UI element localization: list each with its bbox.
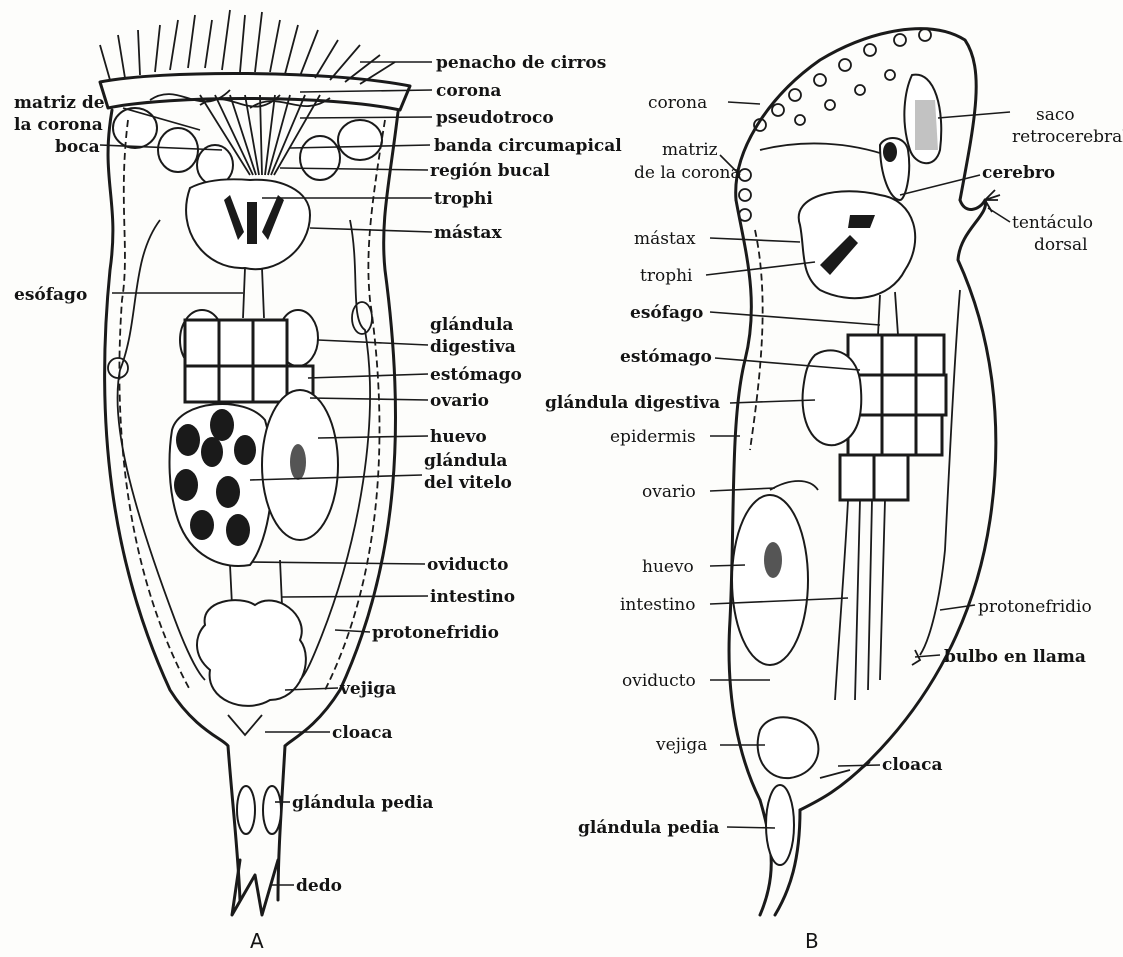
- label-epidermis: epidermis: [610, 427, 696, 447]
- pedal-gland-left: [237, 786, 255, 834]
- label-estomago-b: estómago: [620, 347, 712, 367]
- mastax-b: [799, 191, 915, 298]
- label-matriz-b-line2: de la corona: [634, 163, 741, 183]
- label-ovario-a: ovario: [430, 391, 489, 411]
- digestive-gland-b: [803, 350, 862, 445]
- label-corona-a: corona: [436, 81, 501, 101]
- label-region-bucal: región bucal: [430, 161, 550, 181]
- epidermis-line-b: [750, 230, 763, 450]
- label-trophi-a: trophi: [434, 189, 493, 209]
- bladder-b: [758, 717, 819, 778]
- inner-wall-left-a: [119, 120, 190, 690]
- label-intestino-b: intestino: [620, 595, 695, 615]
- cilia-tuft: [100, 10, 395, 108]
- egg-nucleus-a: [290, 444, 306, 480]
- ovary-b: [770, 481, 818, 490]
- label-cloaca-a: cloaca: [332, 723, 393, 743]
- label-saco-line2: retrocerebral: [1012, 127, 1123, 147]
- pedal-gland-right: [263, 786, 281, 834]
- label-glandula-digestiva-b: glándula digestiva: [545, 393, 720, 413]
- label-trophi-b: trophi: [640, 266, 693, 286]
- esophagus-b: [878, 292, 898, 335]
- flame-bulb-right: [352, 302, 372, 334]
- label-boca: boca: [55, 137, 100, 157]
- retrocerebral-stipple: [915, 100, 938, 150]
- label-penacho-de-cirros: penacho de cirros: [436, 53, 606, 73]
- label-glandula-pedia-b: glándula pedia: [578, 818, 719, 838]
- label-intestino-a: intestino: [430, 587, 515, 607]
- label-cerebro: cerebro: [982, 163, 1055, 183]
- label-vejiga-a: vejiga: [339, 679, 396, 699]
- label-glandula-vitelo-line2: del vitelo: [424, 473, 512, 493]
- label-corona-b: corona: [648, 93, 707, 113]
- label-protonefridio-b: protonefridio: [978, 597, 1092, 617]
- label-matriz-a-line1: matriz de: [14, 93, 105, 113]
- figure-a-drawing: [100, 10, 432, 915]
- label-matriz-a-line2: la corona: [14, 115, 103, 135]
- label-pseudotroco: pseudotroco: [436, 108, 554, 128]
- intestine-b: [835, 500, 885, 700]
- egg-b: [732, 495, 808, 665]
- label-ovario-b: ovario: [642, 482, 696, 502]
- label-tentaculo-line1: tentáculo: [1012, 213, 1093, 233]
- label-esofago-b: esófago: [630, 303, 703, 323]
- label-estomago-a: estómago: [430, 365, 522, 385]
- figure-b-drawing: [706, 29, 1010, 915]
- corona-inner-line: [760, 143, 900, 160]
- label-mastax-a: mástax: [434, 223, 502, 243]
- label-oviducto-b: oviducto: [622, 671, 696, 691]
- pedal-gland-b: [766, 785, 794, 865]
- label-tentaculo-line2: dorsal: [1034, 235, 1088, 255]
- panel-label-a: A: [250, 929, 264, 953]
- label-protonefridio-a: protonefridio: [372, 623, 499, 643]
- label-glandula-vitelo-line1: glándula: [424, 451, 507, 471]
- label-cloaca-b: cloaca: [882, 755, 943, 775]
- label-mastax-b: mástax: [634, 229, 696, 249]
- label-oviducto-a: oviducto: [427, 555, 508, 575]
- label-dedo: dedo: [296, 876, 342, 896]
- label-vejiga-b: vejiga: [655, 735, 707, 755]
- brain-eyespot: [883, 142, 897, 162]
- label-saco-line1: saco: [1036, 105, 1075, 125]
- flame-bulb-left: [108, 358, 128, 378]
- label-glandula-pedia-a: glándula pedia: [292, 793, 433, 813]
- label-huevo-a: huevo: [430, 427, 487, 447]
- label-banda-circumapical: banda circumapical: [434, 136, 622, 156]
- label-esofago-a: esófago: [14, 285, 87, 305]
- esophagus-a: [243, 268, 264, 318]
- panel-label-b: B: [805, 929, 819, 953]
- label-huevo-b: huevo: [642, 557, 694, 577]
- egg-nucleus-b: [764, 542, 782, 578]
- label-glandula-digestiva-a-line1: glándula: [430, 315, 513, 335]
- cloaca-a: [228, 715, 262, 735]
- label-bulbo-en-llama: bulbo en llama: [944, 647, 1086, 667]
- label-glandula-digestiva-a-line2: digestiva: [430, 337, 516, 357]
- dorsal-tentacle: [985, 190, 1000, 212]
- label-matriz-b-line1: matriz: [662, 140, 718, 160]
